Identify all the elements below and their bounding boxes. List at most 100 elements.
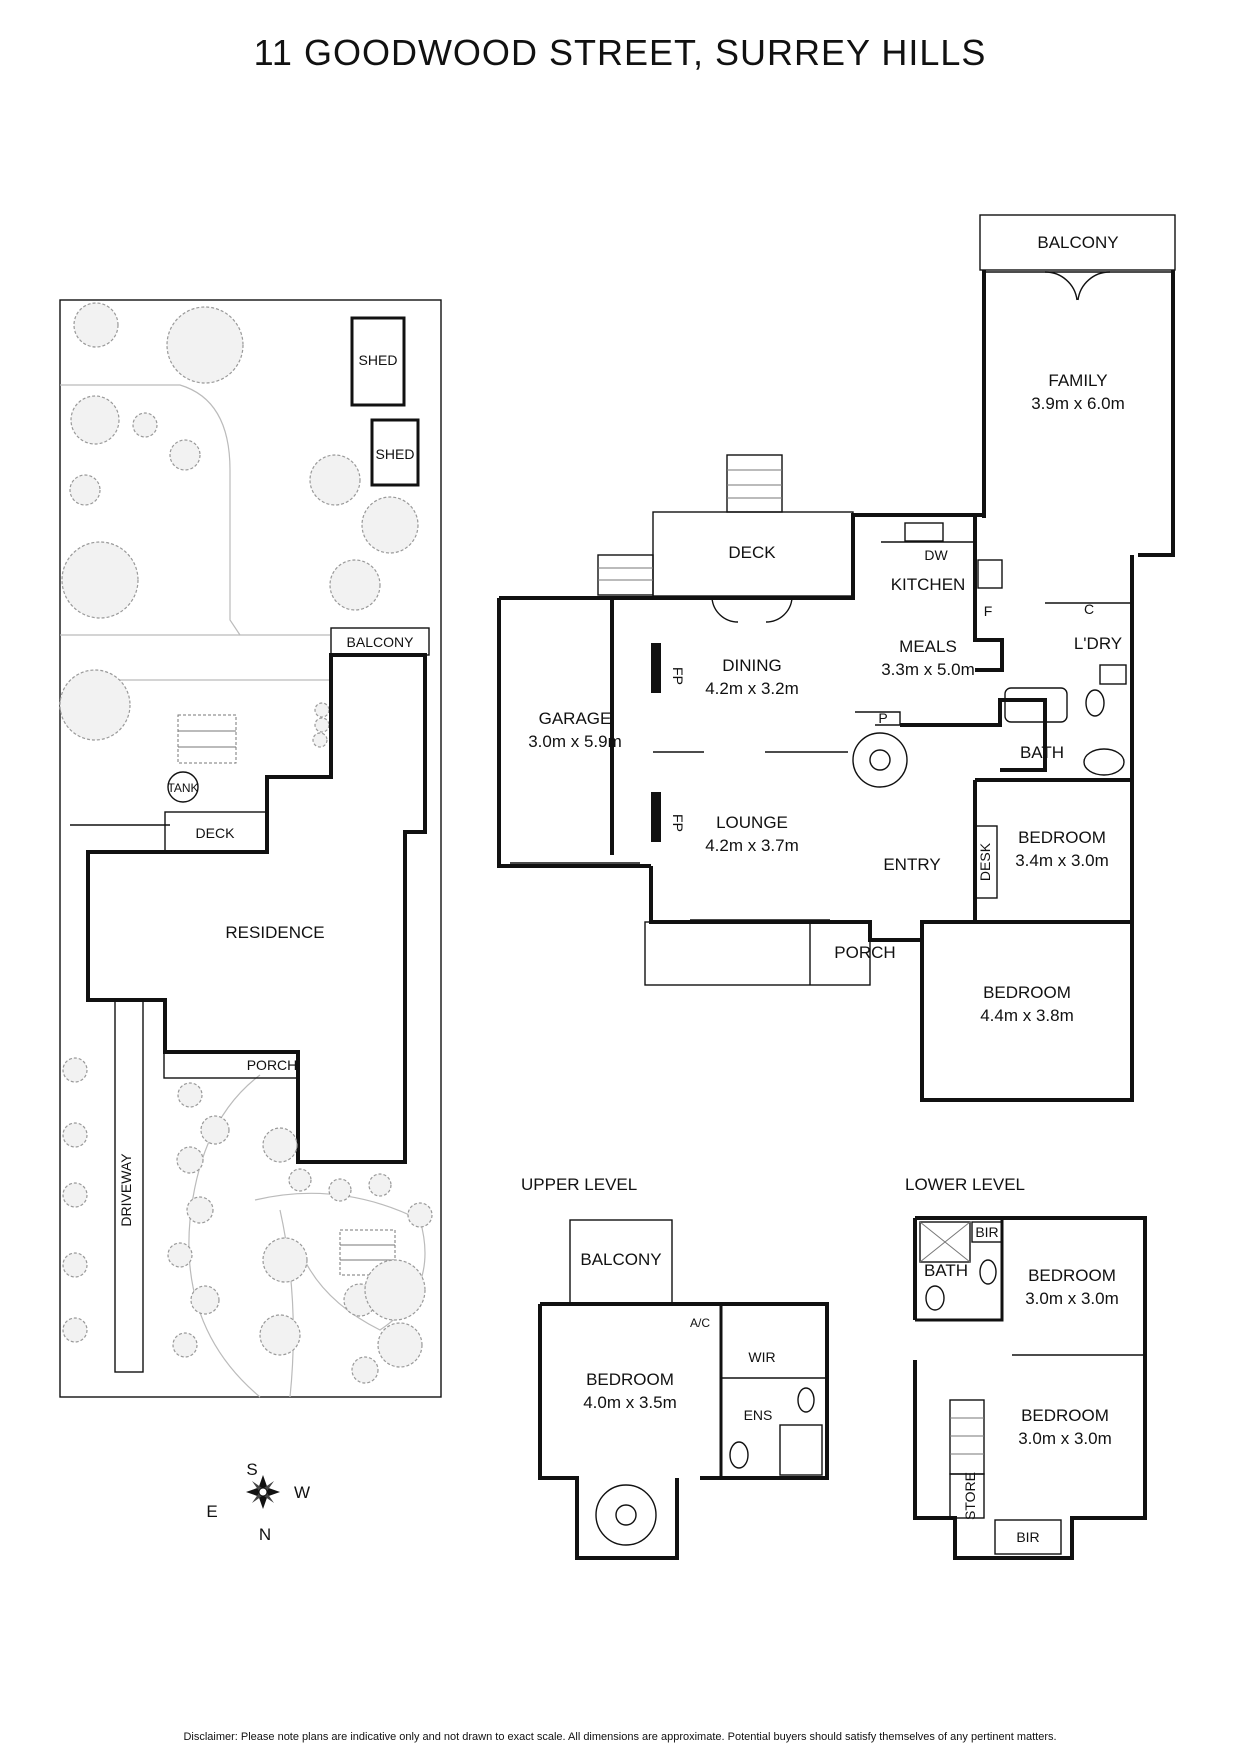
ensuite-basin <box>797 1387 815 1413</box>
site-boundary <box>59 299 442 1398</box>
garden-path <box>60 384 330 636</box>
lower-shower <box>919 1221 971 1263</box>
fireplace-1 <box>651 643 661 693</box>
fridge-label: F <box>984 603 993 619</box>
family-walls <box>982 270 1175 557</box>
desk-label: DESK <box>977 842 993 881</box>
driveway-label: DRIVEWAY <box>118 1153 134 1227</box>
lounge-label: LOUNGE <box>716 813 788 832</box>
meals-label: MEALS <box>899 637 957 656</box>
lower-bedroom1-size: 3.0m x 3.0m <box>1025 1289 1119 1308</box>
fp1-label: FP <box>670 667 686 685</box>
laundry-label: L'DRY <box>1074 634 1122 653</box>
meals-size: 3.3m x 5.0m <box>881 660 975 679</box>
side-steps <box>597 554 654 596</box>
compass-w: W <box>294 1483 310 1502</box>
shed-2 <box>370 418 420 487</box>
bedroom2-size: 4.4m x 3.8m <box>980 1006 1074 1025</box>
dining-west-wall <box>610 596 653 855</box>
ensuite-toilet <box>729 1441 749 1469</box>
residence-outline <box>86 653 427 1164</box>
spiral-stair <box>852 732 908 788</box>
garage-size: 3.0m x 5.9m <box>528 732 622 751</box>
lower-bir2-box <box>994 1519 1062 1555</box>
family-label: FAMILY <box>1048 371 1107 390</box>
fireplace-2 <box>651 792 661 842</box>
pantry <box>855 711 901 726</box>
water-tank <box>167 771 199 803</box>
store-box <box>949 1473 985 1519</box>
upper-walls <box>538 1302 829 1560</box>
site-porch-label: PORCH <box>247 1057 298 1073</box>
lounge-size: 4.2m x 3.7m <box>705 836 799 855</box>
bath-walls <box>900 698 1047 772</box>
deck-steps <box>726 454 783 513</box>
laundry-trough <box>1099 664 1127 685</box>
bedroom2-label: BEDROOM <box>983 983 1071 1002</box>
lower-basin <box>979 1259 997 1285</box>
family-size: 3.9m x 6.0m <box>1031 394 1125 413</box>
bath-label: BATH <box>1020 743 1064 762</box>
site-deck-label: DECK <box>196 825 236 841</box>
lower-bir2-label: BIR <box>1016 1529 1039 1545</box>
compass-e: E <box>206 1502 217 1521</box>
lower-bedroom2-size: 3.0m x 3.0m <box>1018 1429 1112 1448</box>
laundry-wall <box>973 515 1004 672</box>
toilet <box>1085 689 1105 717</box>
kitchen-label: KITCHEN <box>891 575 966 594</box>
balcony-label: BALCONY <box>1037 233 1118 252</box>
c-label: C <box>1084 601 1094 617</box>
lower-level-label: LOWER LEVEL <box>905 1175 1025 1194</box>
vanity-basin <box>1083 748 1125 776</box>
shed-1 <box>350 316 406 407</box>
sink <box>904 522 944 542</box>
lower-bedroom2-label: BEDROOM <box>1021 1406 1109 1425</box>
front-trees <box>62 1057 433 1384</box>
lower-bir1-label: BIR <box>975 1224 998 1240</box>
front-deck <box>644 921 871 986</box>
upper-level: UPPER LEVEL BALCONY A/C WIR BEDROOM 4.0m… <box>521 1175 829 1560</box>
bathtub <box>1004 687 1068 723</box>
ensuite-shower <box>779 1424 823 1476</box>
compass-s: S <box>246 1460 257 1479</box>
lower-bir1-box <box>971 1221 1003 1243</box>
garage-label: GARAGE <box>539 709 612 728</box>
ground-floor: BALCONY FAMILY 3.9m x 6.0m DECK GARAGE 3… <box>497 214 1176 1102</box>
bedroom1-size: 3.4m x 3.0m <box>1015 851 1109 870</box>
desk <box>974 825 998 899</box>
upper-bedroom-label: BEDROOM <box>586 1370 674 1389</box>
upper-level-label: UPPER LEVEL <box>521 1175 637 1194</box>
brick-paving <box>177 714 396 1276</box>
shed-2-label: SHED <box>376 446 415 462</box>
shed-1-label: SHED <box>359 352 398 368</box>
dw-label: DW <box>924 547 948 563</box>
disclaimer: Disclaimer: Please note plans are indica… <box>183 1731 1057 1743</box>
dining-size: 4.2m x 3.2m <box>705 679 799 698</box>
site-plan: SHED SHED TANK BALCONY DECK <box>59 299 442 1398</box>
ens-label: ENS <box>744 1407 773 1423</box>
dining-label: DINING <box>722 656 782 675</box>
lower-bedroom1-label: BEDROOM <box>1028 1266 1116 1285</box>
upper-bedroom-size: 4.0m x 3.5m <box>583 1393 677 1412</box>
driveway-strip <box>114 999 144 1373</box>
pantry-label: P <box>878 710 887 726</box>
deck-label: DECK <box>728 543 776 562</box>
plan-title: 11 GOODWOOD STREET, SURREY HILLS <box>253 32 987 73</box>
ac-label: A/C <box>690 1316 710 1330</box>
trees <box>59 302 419 748</box>
upper-spiral-stair <box>595 1484 657 1546</box>
store-label: STORE <box>962 1472 978 1520</box>
north-wall <box>653 513 985 600</box>
tank-label: TANK <box>167 781 198 795</box>
wir-label: WIR <box>748 1349 775 1365</box>
porch-label: PORCH <box>834 943 895 962</box>
lower-bath-label: BATH <box>924 1261 968 1280</box>
cooktop <box>977 559 1003 589</box>
fp2-label: FP <box>670 814 686 832</box>
bedroom2-walls <box>920 922 1134 1102</box>
lower-stairs <box>949 1399 985 1475</box>
lower-toilet <box>925 1285 945 1311</box>
lower-walls <box>913 1216 1147 1560</box>
lower-level: LOWER LEVEL BIR BATH BEDROOM 3.0m x 3.0m… <box>905 1175 1147 1560</box>
